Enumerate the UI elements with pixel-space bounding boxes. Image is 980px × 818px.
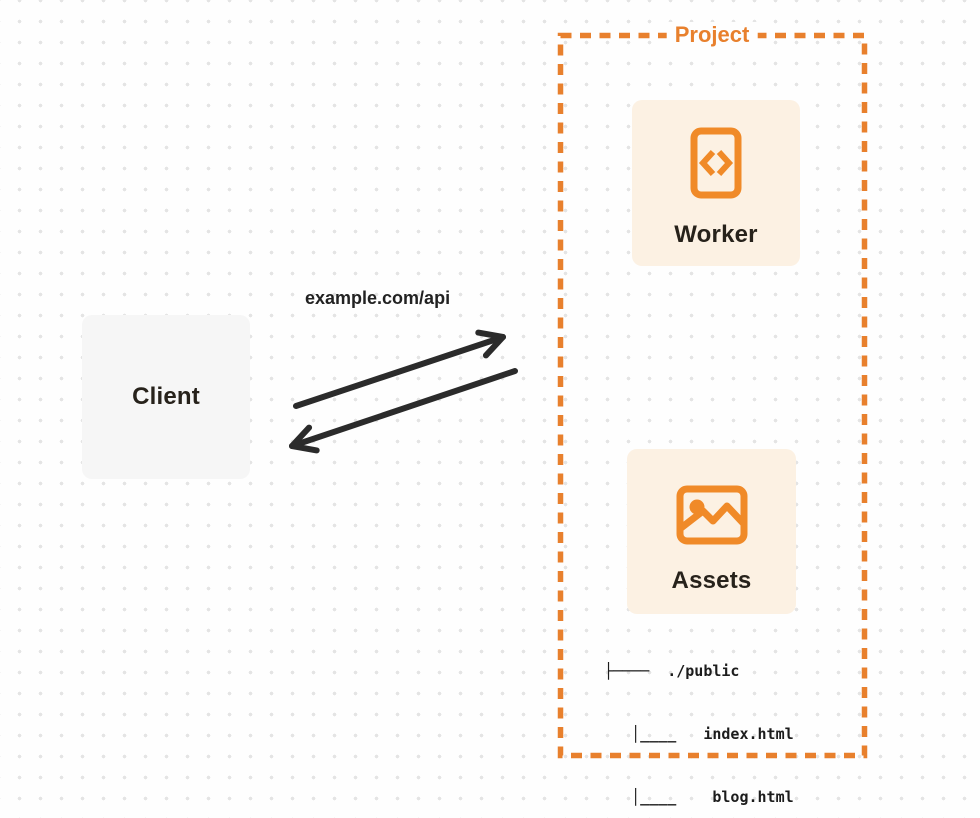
tree-line-file: │____ blog.html — [604, 788, 794, 806]
project-label: Project — [666, 22, 758, 48]
client-label: Client — [132, 383, 200, 410]
response-arrow — [289, 368, 518, 454]
image-icon — [676, 485, 747, 545]
tree-line-root: ├──── ./public — [604, 662, 740, 680]
assets-card: Assets — [627, 449, 796, 614]
tree-line-file: │____ index.html — [604, 725, 794, 743]
assets-label: Assets — [671, 567, 752, 594]
request-arrow — [293, 329, 506, 409]
worker-label: Worker — [674, 221, 758, 248]
request-url-label: example.com/api — [305, 288, 451, 308]
client-card: Client — [82, 315, 250, 479]
file-tree: ├──── ./public │____ index.html │____ bl… — [604, 619, 794, 818]
project-boundary — [557, 32, 868, 759]
worker-card: Worker — [632, 100, 800, 266]
code-document-icon — [690, 127, 742, 199]
